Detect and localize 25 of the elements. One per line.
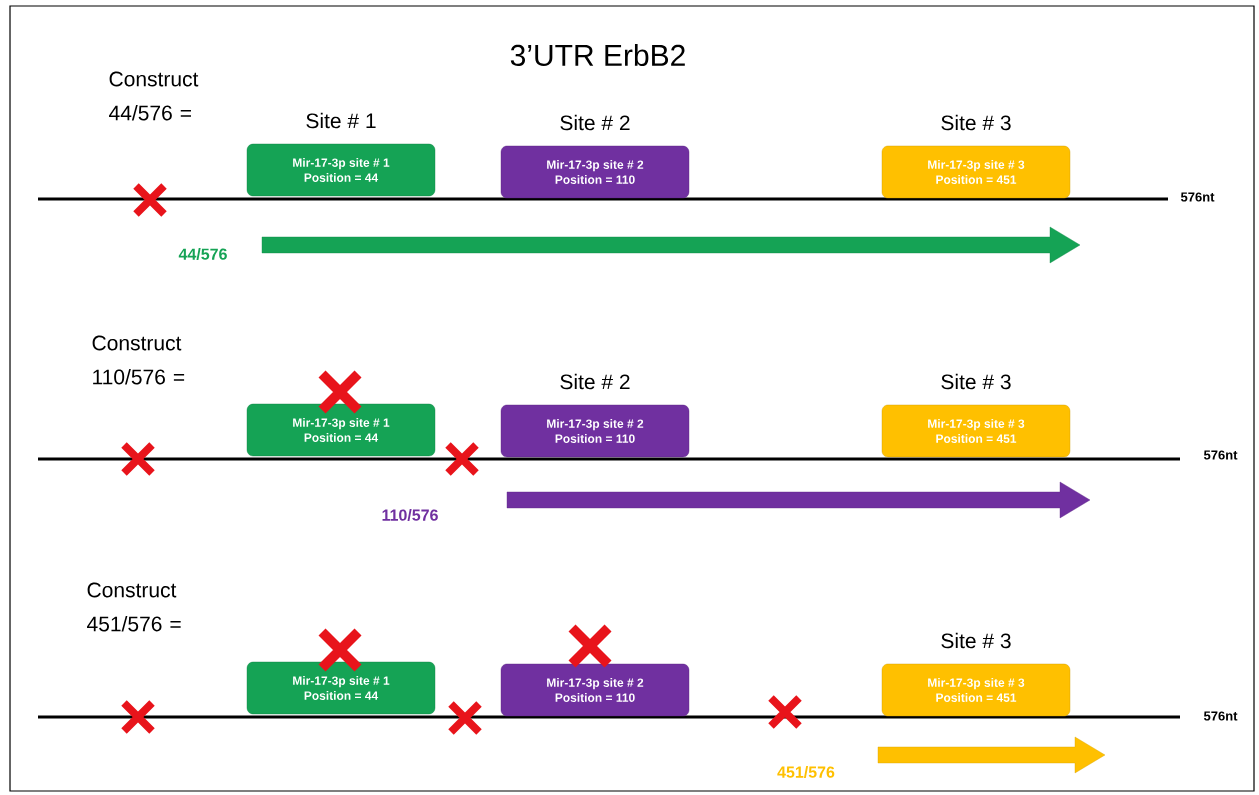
site-box: Mir-17-3p site # 3 Position = 451 (881, 663, 1071, 717)
site-box: Mir-17-3p site # 1 Position = 44 (246, 403, 436, 457)
site-box: Mir-17-3p site # 2 Position = 110 (500, 404, 690, 458)
site-box: Mir-17-3p site # 3 Position = 451 (881, 145, 1071, 199)
construct-label: Construct 110/576 = (92, 335, 185, 385)
site-heading: Site # 3 (941, 632, 1011, 649)
length-label: 576nt (1203, 450, 1238, 460)
construct-arrow-label: 451/576 (777, 766, 835, 778)
length-label: 576nt (1203, 711, 1238, 721)
length-label: 576nt (1180, 192, 1215, 202)
construct-arrow-label: 44/576 (178, 248, 227, 260)
site-heading: Site # 2 (560, 114, 630, 131)
site-box: Mir-17-3p site # 1 Position = 44 (246, 143, 436, 197)
site-box: Mir-17-3p site # 2 Position = 110 (500, 663, 690, 717)
site-box: Mir-17-3p site # 3 Position = 451 (881, 404, 1071, 458)
site-heading: Site # 1 (306, 112, 376, 129)
site-box: Mir-17-3p site # 1 Position = 44 (246, 661, 436, 715)
site-box: Mir-17-3p site # 2 Position = 110 (500, 145, 690, 199)
site-heading: Site # 3 (941, 373, 1011, 390)
site-heading: Site # 3 (941, 114, 1011, 131)
site-heading: Site # 2 (560, 373, 630, 390)
construct-label: Construct 451/576 = (87, 582, 181, 632)
title: 3’UTR ErbB2 (510, 44, 685, 66)
construct-arrow-label: 110/576 (382, 509, 438, 521)
construct-label: Construct 44/576 = (109, 71, 199, 121)
